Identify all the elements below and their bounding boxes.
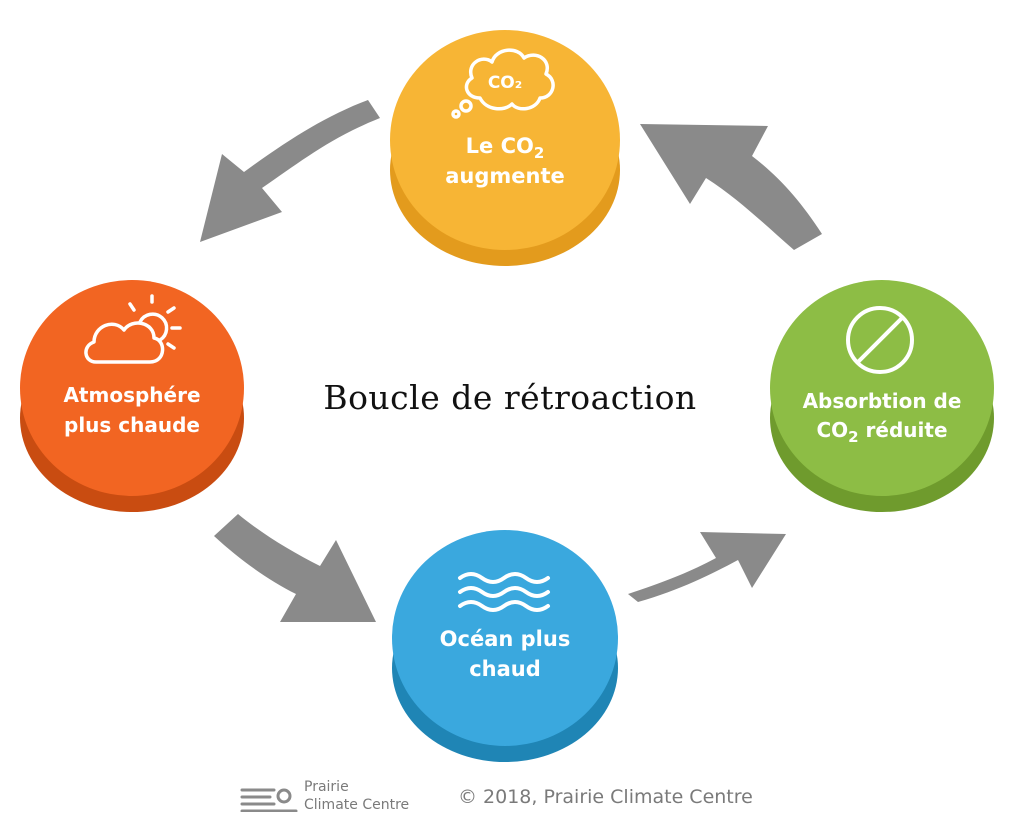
node-atmosphere-line1: Atmosphére	[63, 383, 200, 407]
node-absorption-line1: Absorbtion de	[803, 389, 962, 413]
node-co2-increases: CO₂ Le CO2 augmente	[390, 30, 620, 266]
co2-icon-text: CO₂	[488, 73, 522, 93]
diagram-title: Boucle de rétroaction	[323, 378, 697, 417]
arrow-co2-to-atmosphere	[200, 100, 380, 242]
no-symbol-icon	[846, 306, 914, 374]
node-ocean-line2: chaud	[469, 657, 541, 681]
co2-cloud-icon	[451, 48, 555, 119]
arrow-absorption-to-co2	[640, 124, 822, 250]
node-atmosphere-line2: plus chaude	[64, 413, 200, 437]
node-ocean-line1: Océan plus	[440, 627, 571, 651]
node-reduced-absorption: Absorbtion de CO2 réduite	[770, 280, 994, 512]
sun-cloud-icon	[84, 294, 182, 364]
arrow-atmosphere-to-ocean	[214, 514, 376, 622]
footer-org-line2: Climate Centre	[304, 797, 410, 813]
footer-organization: Prairie Climate Centre	[304, 778, 409, 814]
node-co2-line1: Le CO2	[466, 134, 545, 162]
waves-icon	[458, 572, 550, 612]
node-co2-line2: augmente	[445, 164, 565, 188]
footer-copyright: © 2018, Prairie Climate Centre	[458, 786, 753, 808]
arrow-ocean-to-absorption	[628, 532, 786, 602]
prairie-climate-centre-logo-icon	[240, 788, 298, 812]
node-warmer-ocean: Océan plus chaud	[392, 530, 618, 762]
cycle-arrows	[200, 100, 822, 622]
footer: Prairie Climate Centre © 2018, Prairie C…	[240, 778, 800, 818]
node-absorption-line2: CO2 réduite	[816, 418, 947, 446]
node-warmer-atmosphere: Atmosphére plus chaude	[20, 280, 244, 512]
footer-org-line1: Prairie	[304, 779, 349, 795]
